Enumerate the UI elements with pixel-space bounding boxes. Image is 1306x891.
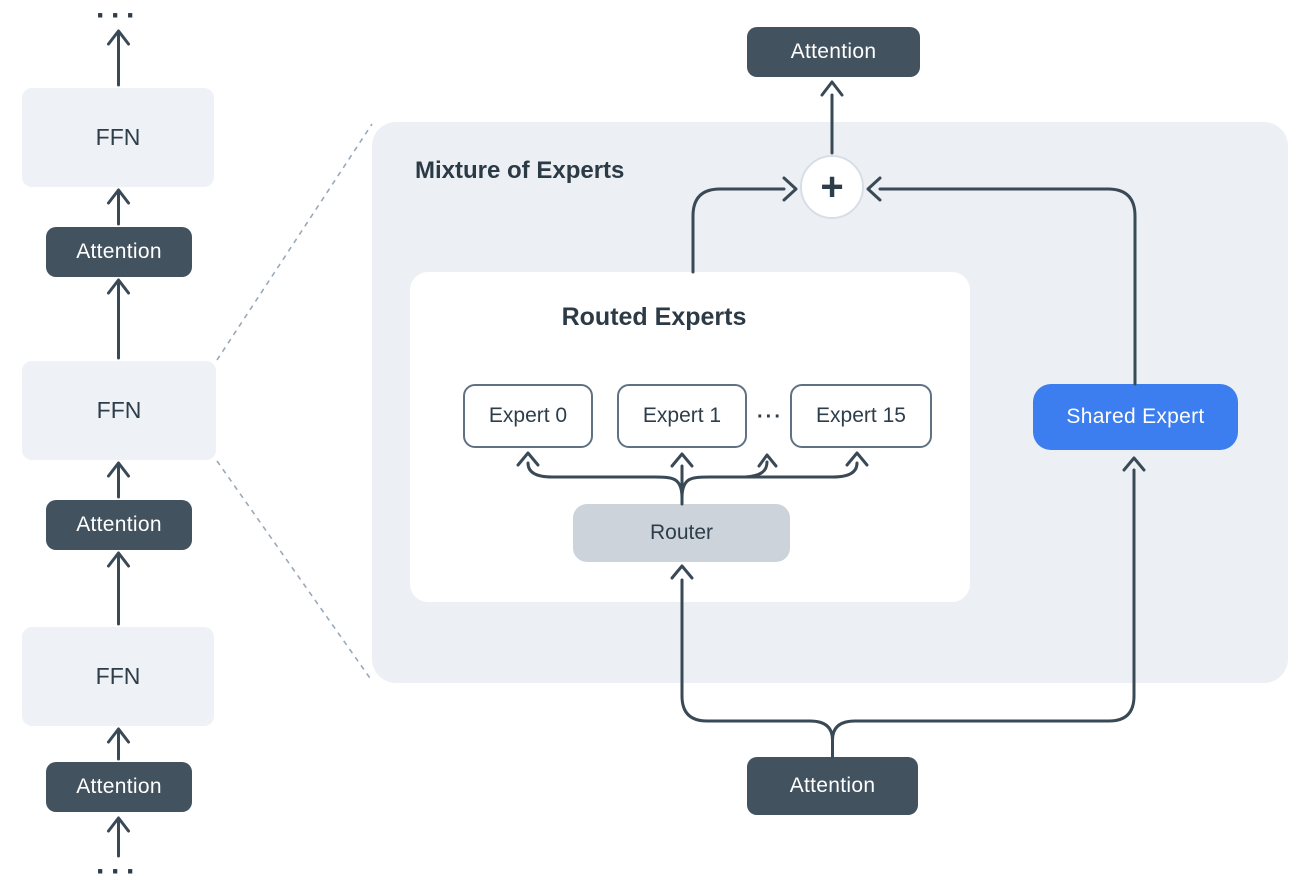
ffn-block-3: FFN <box>22 627 214 726</box>
sum-node: + <box>800 155 864 219</box>
ffn-block-1: FFN <box>22 88 214 187</box>
ffn-label: FFN <box>95 663 141 689</box>
attention-label: Attention <box>76 775 162 798</box>
attention-block-2: Attention <box>46 500 192 550</box>
router-label: Router <box>649 521 714 544</box>
plus-icon: + <box>820 165 844 209</box>
attention-block-3: Attention <box>46 762 192 812</box>
expert-1-label: Expert 1 <box>642 404 722 427</box>
shared-expert-box: Shared Expert <box>1033 384 1238 450</box>
attention-label: Attention <box>76 240 162 263</box>
router-box: Router <box>573 504 790 562</box>
moe-attention-output: Attention <box>747 27 920 77</box>
expert-0-label: Expert 0 <box>488 404 568 427</box>
attention-label: Attention <box>790 40 877 63</box>
ffn-label: FFN <box>96 397 142 423</box>
stack-ellipsis-top: ··· <box>96 0 141 32</box>
expert-1-box: Expert 1 <box>617 384 747 448</box>
experts-ellipsis: ··· <box>757 406 783 428</box>
moe-attention-input: Attention <box>747 757 918 815</box>
transformer-stack: ··· FFN Attention FFN Attention FFN Atte… <box>0 0 260 891</box>
stack-ellipsis-bottom: ··· <box>96 855 141 888</box>
ffn-block-2: FFN <box>22 361 216 460</box>
attention-label: Attention <box>76 513 162 536</box>
ffn-label: FFN <box>95 124 141 150</box>
attention-block-1: Attention <box>46 227 192 277</box>
expert-15-label: Expert 15 <box>816 404 906 427</box>
moe-panel-title: Mixture of Experts <box>415 157 625 184</box>
attention-label: Attention <box>789 774 876 797</box>
routed-experts-title: Routed Experts <box>561 303 747 331</box>
shared-expert-label: Shared Expert <box>1066 405 1205 428</box>
expert-15-box: Expert 15 <box>790 384 932 448</box>
expert-0-box: Expert 0 <box>463 384 593 448</box>
